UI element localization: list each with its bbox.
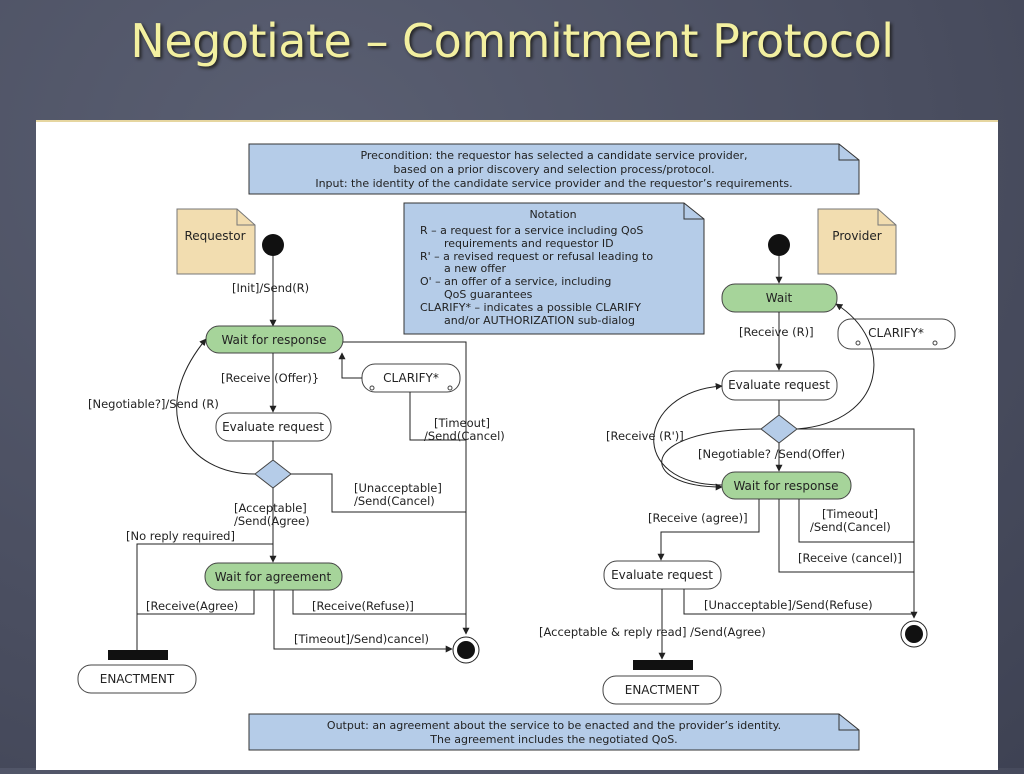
notation-heading: Notation xyxy=(529,208,576,221)
state-evaluate-request-provider-2: Evaluate request xyxy=(603,560,722,590)
label-timeout-2: /Send(Cancel) xyxy=(424,429,505,443)
label-receive-cancel: [Receive (cancel)] xyxy=(798,551,902,565)
label-acceptable-2: /Send(Agree) xyxy=(234,514,310,528)
label-receive-r: [Receive (R)] xyxy=(739,325,814,339)
notation-line-1: R – a request for a service including Qo… xyxy=(420,224,643,237)
precondition-note: Precondition: the requestor has selected… xyxy=(248,143,860,195)
provider-clarify-box: CLARIFY* xyxy=(837,318,956,350)
provider-tag: Provider xyxy=(817,208,897,275)
svg-text:Evaluate request: Evaluate request xyxy=(222,420,324,434)
requestor-enactment: ENACTMENT xyxy=(77,664,197,694)
notation-line-4: a new offer xyxy=(444,262,507,275)
label-unacceptable-1: [Unacceptable] xyxy=(354,481,442,495)
requestor-clarify-box: CLARIFY* xyxy=(361,363,461,393)
notation-line-3: R' – a revised request or refusal leadin… xyxy=(420,250,653,263)
label-acceptable-1: [Acceptable] xyxy=(234,501,307,515)
precondition-line-2: based on a prior discovery and selection… xyxy=(393,163,714,176)
label-negotiable-send-r: [Negotiable?]/Send (R) xyxy=(88,397,219,411)
label-receive-agree: [Receive(Agree) xyxy=(146,599,238,613)
notation-line-5: O' – an offer of a service, including xyxy=(420,275,611,288)
precondition-line-1: Precondition: the requestor has selected… xyxy=(360,149,747,162)
state-wait-for-agreement: Wait for agreement xyxy=(204,562,343,591)
label-unacceptable-refuse: [Unacceptable]/Send(Refuse) xyxy=(704,598,873,612)
protocol-diagram: Precondition: the requestor has selected… xyxy=(77,143,956,751)
svg-text:ENACTMENT: ENACTMENT xyxy=(625,683,700,697)
state-wait-for-response-requestor: Wait for response xyxy=(205,325,344,354)
svg-text:CLARIFY*: CLARIFY* xyxy=(868,326,924,340)
output-line-2: The agreement includes the negotiated Qo… xyxy=(429,733,677,746)
label-receive-refuse: [Receive(Refuse)] xyxy=(312,599,414,613)
state-evaluate-request-requestor: Evaluate request xyxy=(215,412,332,442)
label-timeout-1: [Timeout] xyxy=(434,416,490,430)
requestor-sync-bar xyxy=(108,650,168,660)
state-evaluate-request-provider-1: Evaluate request xyxy=(721,370,838,401)
svg-text:Wait: Wait xyxy=(766,291,793,305)
label-provider-receive-agree: [Receive (agree)] xyxy=(648,511,748,525)
label-timeout-cancel: [Timeout]/Send)cancel) xyxy=(294,632,429,646)
requestor-end-node xyxy=(452,636,480,664)
provider-start-node xyxy=(768,234,790,256)
svg-text:Wait for response: Wait for response xyxy=(221,333,326,347)
slide-title: Negotiate – Commitment Protocol xyxy=(130,14,894,68)
provider-decision-diamond xyxy=(760,414,798,444)
label-receive-offer: [Receive (Offer)} xyxy=(221,371,319,385)
svg-text:Evaluate request: Evaluate request xyxy=(611,568,713,582)
diagram-panel: Precondition: the requestor has selected… xyxy=(36,120,998,770)
requestor-tag: Requestor xyxy=(176,208,256,275)
precondition-line-3: Input: the identity of the candidate ser… xyxy=(315,177,792,190)
provider-enactment: ENACTMENT xyxy=(602,675,722,705)
label-acceptable-reply-read: [Acceptable & reply read] /Send(Agree) xyxy=(539,625,766,639)
label-no-reply-required: [No reply required] xyxy=(126,529,235,543)
label-provider-timeout-2: /Send(Cancel) xyxy=(810,520,891,534)
label-negotiable-send-offer: [Negotiable? /Send(Offer) xyxy=(698,447,845,461)
provider-tag-label: Provider xyxy=(832,229,881,243)
svg-text:CLARIFY*: CLARIFY* xyxy=(383,371,439,385)
requestor-tag-label: Requestor xyxy=(184,229,245,243)
label-init-send: [Init]/Send(R) xyxy=(232,281,309,295)
svg-text:Evaluate request: Evaluate request xyxy=(728,378,830,392)
output-line-1: Output: an agreement about the service t… xyxy=(327,719,781,732)
provider-sync-bar xyxy=(633,660,693,670)
requestor-start-node xyxy=(262,234,284,256)
state-wait-for-response-provider: Wait for response xyxy=(721,471,852,500)
state-wait-provider: Wait xyxy=(721,283,838,313)
provider-end-node xyxy=(900,620,928,648)
notation-line-7: CLARIFY* – indicates a possible CLARIFY xyxy=(420,301,641,314)
notation-line-8: and/or AUTHORIZATION sub-dialog xyxy=(444,314,635,327)
notation-line-6: QoS guarantees xyxy=(444,288,533,301)
requestor-decision-diamond xyxy=(254,459,292,489)
svg-text:ENACTMENT: ENACTMENT xyxy=(100,672,175,686)
notation-line-2: requirements and requestor ID xyxy=(444,237,614,250)
output-note: Output: an agreement about the service t… xyxy=(248,713,860,751)
svg-text:Wait for response: Wait for response xyxy=(733,479,838,493)
notation-note: Notation R – a request for a service inc… xyxy=(403,202,705,335)
label-receive-r-prime: [Receive (R')] xyxy=(606,429,684,443)
svg-text:Wait for agreement: Wait for agreement xyxy=(215,570,332,584)
label-provider-timeout-1: [Timeout] xyxy=(822,507,878,521)
label-unacceptable-2: /Send(Cancel) xyxy=(354,494,435,508)
